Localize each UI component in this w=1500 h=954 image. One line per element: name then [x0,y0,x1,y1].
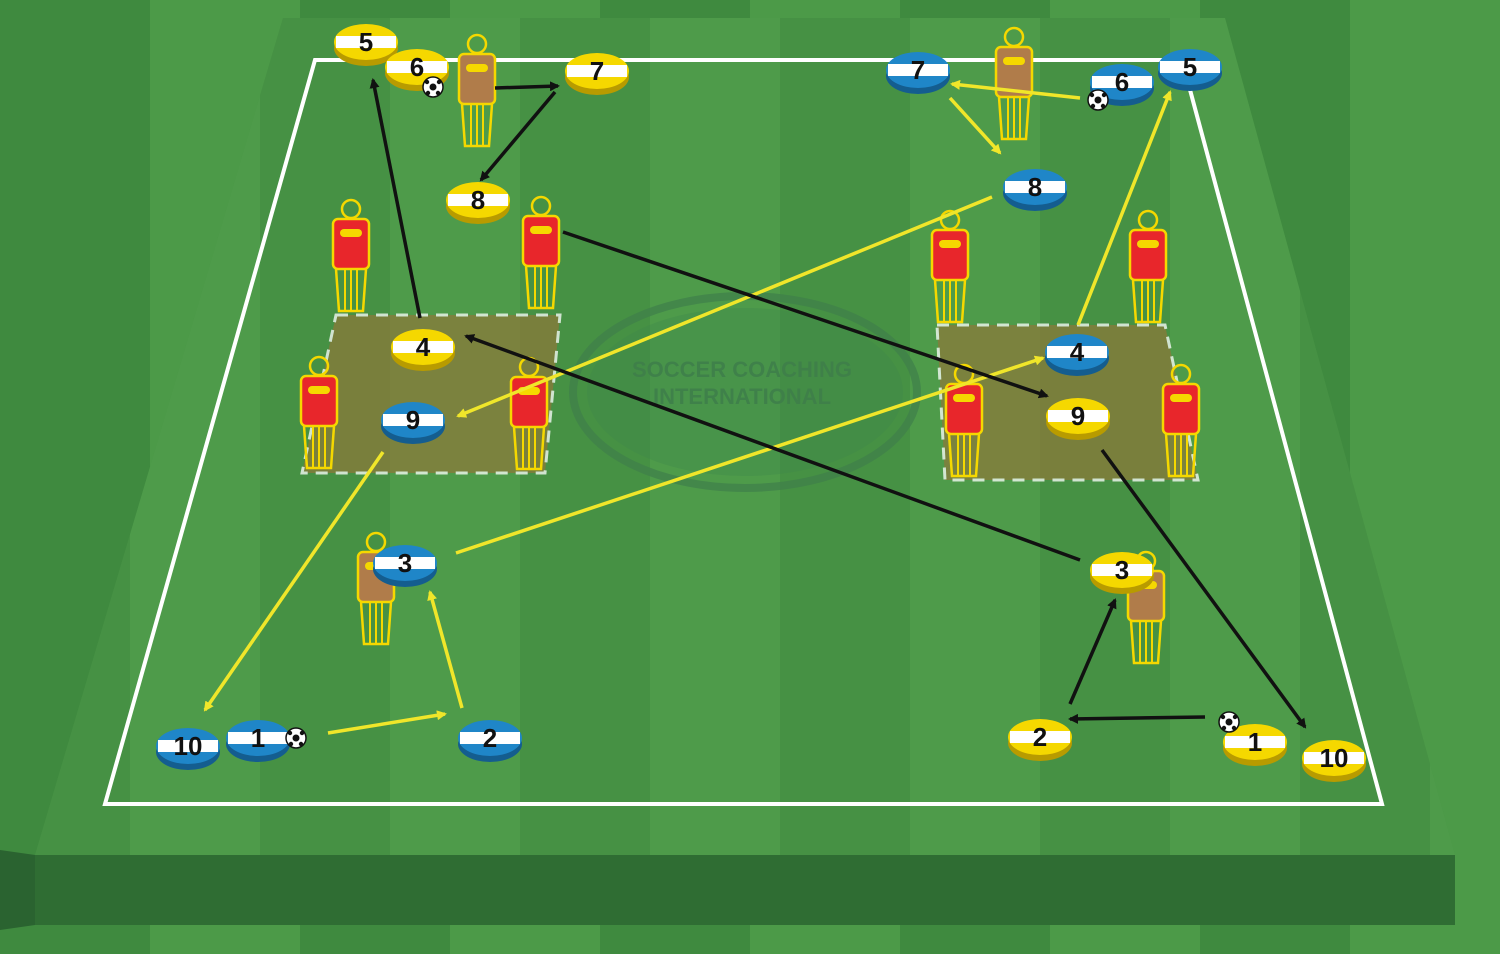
blue-player-8-label: 8 [1028,172,1042,202]
blue-player-5: 5 [1158,49,1222,91]
yellow-player-10: 10 [1302,740,1366,782]
pass-arrow-b2-b3 [427,590,464,709]
blue-player-5-label: 5 [1183,52,1197,82]
pass-arrow-y3-y4 [464,334,1081,562]
pitch-left-face [0,850,35,930]
player-markers: 1 2 3 4 5 6 7 8 9 10 1 2 3 4 5 6 7 8 9 10 [156,24,1366,782]
yellow-player-9: 9 [1046,398,1110,440]
yellow-player-8-label: 8 [471,185,485,215]
pass-arrow-y6-y7 [494,81,560,92]
pass-arrow-b7-b8 [948,96,1002,155]
blue-player-8: 8 [1003,169,1067,211]
blue-player-2-label: 2 [483,723,497,753]
yellow-player-7: 7 [565,53,629,95]
pass-arrow-b8-b9 [456,195,993,418]
yellow-player-5: 5 [334,24,398,66]
soccer-ball-icon [1218,711,1240,733]
pass-arrow-b9-b10 [203,451,385,712]
blue-player-6: 6 [1087,64,1154,111]
pass-arrow-y4-y5 [369,78,422,319]
yellow-player-6: 6 [385,49,449,98]
yellow-player-3: 3 [1090,552,1154,594]
soccer-ball-icon [285,727,307,749]
blue-player-10-label: 10 [174,731,203,761]
yellow-player-8: 8 [446,182,510,224]
blue-player-4-label: 4 [1070,337,1085,367]
soccer-ball-icon [422,76,444,98]
yellow-player-5-label: 5 [359,27,373,57]
mannequins [299,26,1201,665]
pass-lines [203,78,1307,735]
watermark-line-1: SOCCER COACHING [632,357,852,382]
blue-player-3-label: 3 [398,548,412,578]
pass-arrow-b1-b2 [327,710,447,735]
mannequin-red [331,198,371,313]
pass-arrow-b3-b4 [455,355,1045,555]
yellow-player-4: 4 [391,329,455,371]
blue-player-2: 2 [458,720,522,762]
mannequin-red [1128,209,1168,324]
pitch-front-face [35,855,1455,925]
yellow-player-2-label: 2 [1033,722,1047,752]
pass-arrow-y9-y10 [1100,448,1307,729]
pass-arrow-y7-y8 [479,90,557,182]
pass-arrow-y1-y2 [1068,713,1206,724]
yellow-player-9-label: 9 [1071,401,1085,431]
blue-player-7-label: 7 [911,55,925,85]
blue-player-6-label: 6 [1115,67,1129,97]
blue-player-9-label: 9 [406,405,420,435]
yellow-player-2: 2 [1008,719,1072,761]
soccer-ball-icon [1087,89,1109,111]
pass-arrow-b4-b5 [1076,90,1172,326]
blue-player-1: 1 [226,720,307,762]
pass-arrow-y8-y9 [562,230,1049,399]
blue-player-7: 7 [886,52,950,94]
blue-player-9: 9 [381,402,445,444]
pass-arrow-y2-y3 [1068,598,1117,705]
blue-player-4: 4 [1045,334,1109,376]
blue-player-3: 3 [373,545,437,587]
mannequin-brown [457,33,497,148]
mannequin-red [299,355,339,470]
yellow-player-6-label: 6 [410,52,424,82]
yellow-player-1-label: 1 [1248,727,1262,757]
yellow-player-7-label: 7 [590,56,604,86]
blue-player-1-label: 1 [251,723,265,753]
yellow-player-1: 1 [1218,711,1287,766]
pass-arrow-b6-b7 [950,79,1081,100]
watermark-logo: SOCCER COACHING INTERNATIONAL [569,292,921,492]
mannequin-red [944,363,984,478]
watermark-line-2: INTERNATIONAL [653,384,831,409]
yellow-player-10-label: 10 [1320,743,1349,773]
mannequin-brown [994,26,1034,141]
zone-left [300,313,562,475]
mannequin-red [930,209,970,324]
blue-player-10: 10 [156,728,220,770]
yellow-player-3-label: 3 [1115,555,1129,585]
mannequin-red [1161,363,1201,478]
mannequin-red [521,195,561,310]
yellow-player-4-label: 4 [416,332,431,362]
